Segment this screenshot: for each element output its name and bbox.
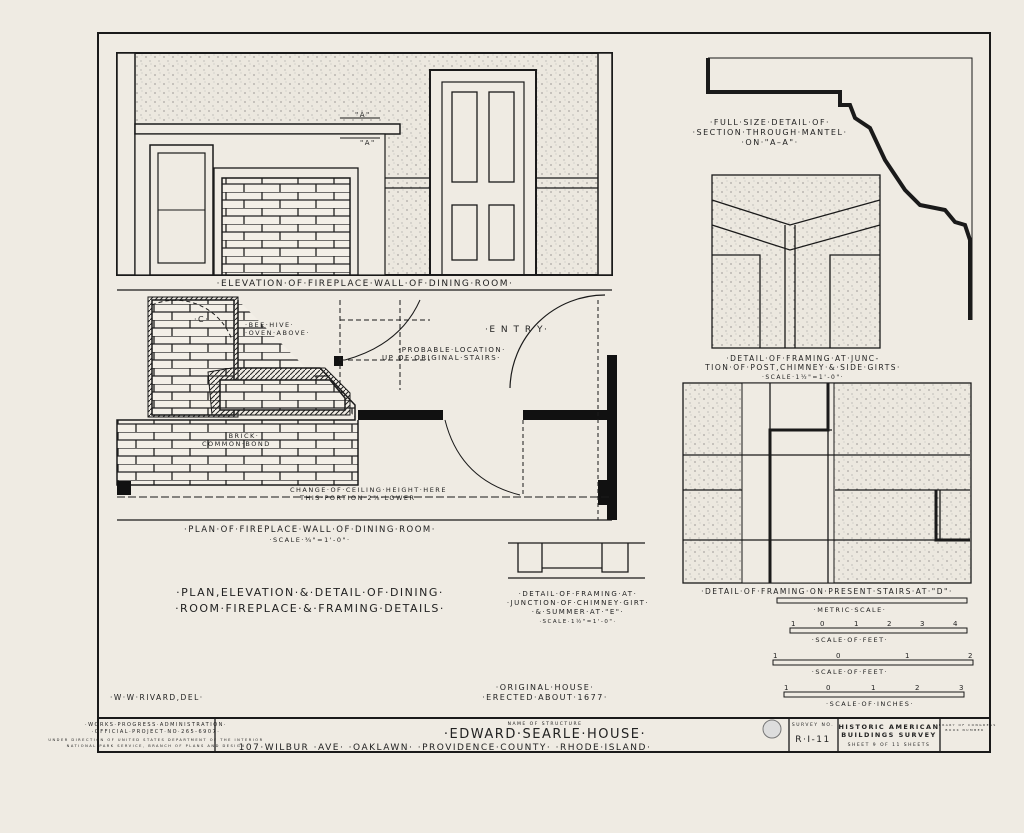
drawing-label: ·C· — [194, 315, 209, 324]
fireplace-elevation: "A" "A" — [116, 52, 613, 276]
drawing-label: OF·ORIGINAL·STAIRS· — [398, 354, 501, 362]
drawing-label: 1 — [854, 620, 860, 628]
summer-framing-detail: ·DETAIL·OF·FRAMING·AT· ·JUNCTION·OF·CHIM… — [507, 542, 649, 625]
drawing-label: ·E N T R Y· — [485, 325, 548, 335]
drawing-label: ·PROBABLE·LOCATION· — [398, 346, 506, 354]
structure-address: 107·WILBUR ·AVE· ·OAKLAWN· ·PROVIDENCE·C… — [239, 743, 652, 753]
drawing-label: LIBRARY OF CONGRESS — [933, 723, 997, 727]
drawing-label: 2 — [968, 652, 974, 660]
drawing-label: ·SECTION·THROUGH·MANTEL· — [692, 128, 847, 137]
drawing-label: ·DETAIL·OF·FRAMING·ON·PRESENT·STAIRS·AT·… — [701, 587, 953, 596]
drawing-label: ·SCALE·OF·FEET· — [812, 668, 888, 676]
drawing-label: ·FULL·SIZE·DETAIL·OF· — [710, 118, 830, 127]
drawing-label: 2 — [887, 620, 893, 628]
main-title: ·PLAN,ELEVATION·&·DETAIL·OF·DINING· — [176, 586, 444, 599]
drawing-label: BOOK NUMBER — [945, 728, 984, 732]
fireplace-opening — [221, 177, 351, 276]
fireplace-plan: ·C· ·BEE·HIVE· ·OVEN·ABOVE· ·E N T R Y· … — [116, 289, 617, 521]
drawing-label: NATIONAL PARK SERVICE, BRANCH OF PLANS A… — [67, 744, 246, 748]
drawing-label: COMMON·BOND — [202, 440, 271, 448]
graphic-scales: ·METRIC·SCALE· 1 0 1 2 3 4 ·SCALE·OF·FEE… — [772, 597, 974, 708]
mantel-section-detail: ·FULL·SIZE·DETAIL·OF· ·SECTION·THROUGH·M… — [692, 57, 973, 320]
drawing-label: ·SCALE·OF·FEET· — [812, 636, 888, 644]
drawing-label: UP — [382, 354, 394, 362]
drawing-label: 3 — [959, 684, 965, 692]
drawing-label: 0 — [820, 620, 826, 628]
entry-door — [429, 69, 537, 276]
drawing-label: THIS·PORTION·2⅞·LOWER — [299, 494, 416, 502]
drawing-label: NAME OF STRUCTURE — [508, 721, 583, 727]
drawing-label: ·DETAIL·OF·FRAMING·AT· — [519, 590, 638, 598]
post-framing-detail: ·DETAIL·OF·FRAMING·AT·JUNC- TION·OF·POST… — [704, 174, 901, 381]
stairs-framing-detail: ·DETAIL·OF·FRAMING·ON·PRESENT·STAIRS·AT·… — [682, 382, 972, 596]
drawing-label: BUILDINGS SURVEY — [841, 731, 936, 739]
drawing-label: ·WORKS·PROGRESS·ADMINISTRATION· — [85, 722, 227, 728]
plan-caption: ·PLAN·OF·FIREPLACE·WALL·OF·DINING·ROOM· — [184, 525, 436, 535]
drawing-label: 1 — [784, 684, 790, 692]
drawing-label: ·OVEN·ABOVE· — [245, 329, 310, 337]
plan-scale: ·SCALE·¾"=1'-0"· — [269, 536, 350, 544]
drawing-label: ·ON·"A–A"· — [741, 138, 798, 147]
section-mark: "A" — [355, 111, 371, 119]
drawing-label: 1 — [791, 620, 797, 628]
drawing-label: 1 — [871, 684, 877, 692]
drawing-label: TION·OF·POST,CHIMNEY·&·SIDE·GIRTS· — [704, 363, 901, 372]
drawing-label: UNDER DIRECTION OF UNITED STATES DEPARTM… — [48, 738, 263, 742]
drawing-label: HISTORIC AMERICAN — [838, 723, 939, 731]
drawing-label: 1 — [905, 652, 911, 660]
structure-name: ·EDWARD·SEARLE·HOUSE· — [444, 727, 646, 742]
drawing-label: 4 — [953, 620, 959, 628]
drawing-label: 1 — [773, 652, 779, 660]
delineator: ·W·W·RIVARD,DEL· — [110, 693, 204, 702]
title-block: ·WORKS·PROGRESS·ADMINISTRATION· ·OFFICIA… — [48, 717, 997, 753]
drawing-label: SURVEY NO. — [792, 722, 834, 728]
drawing-label: ·OFFICIAL·PROJECT·NO·265-6907· — [92, 729, 221, 735]
drawing-label: CHANGE·OF·CEILING·HEIGHT·HERE — [290, 486, 447, 494]
drawing-label: 0 — [836, 652, 842, 660]
drawing-label: ·DETAIL·OF·FRAMING·AT·JUNC- — [726, 354, 880, 363]
drawing-label: ·BRICK· — [225, 432, 259, 440]
drawing-label: ·SCALE·1½"=1'-0"· — [539, 618, 616, 625]
elevation-caption: ·ELEVATION·OF·FIREPLACE·WALL·OF·DINING·R… — [217, 279, 514, 289]
section-mark: "A" — [360, 139, 376, 147]
sheet-number: SHEET 9 OF 11 SHEETS — [848, 742, 931, 748]
erected-note: ·ERECTED·ABOUT·1677· — [482, 693, 608, 702]
drawing-label: ·JUNCTION·OF·CHIMNEY·GIRT· — [507, 599, 649, 607]
drawing-label: ·SCALE·OF·INCHES· — [826, 700, 914, 708]
drawing-label: ·SCALE·1½"=1'-0"· — [762, 374, 844, 381]
drawing-label: 3 — [920, 620, 926, 628]
drawing-label: 0 — [826, 684, 832, 692]
survey-number: R·I-11 — [795, 735, 830, 745]
drawing-label: ·BEE·HIVE· — [245, 321, 294, 329]
drawing-label: 2 — [915, 684, 921, 692]
main-title: ·ROOM·FIREPLACE·&·FRAMING·DETAILS· — [175, 602, 445, 615]
original-house-note: ·ORIGINAL·HOUSE· — [496, 683, 595, 692]
seal-icon — [762, 719, 782, 739]
drawing-label: ·&·SUMMER·AT·"E"· — [532, 608, 624, 616]
drawing-label: ·METRIC·SCALE· — [814, 606, 887, 614]
